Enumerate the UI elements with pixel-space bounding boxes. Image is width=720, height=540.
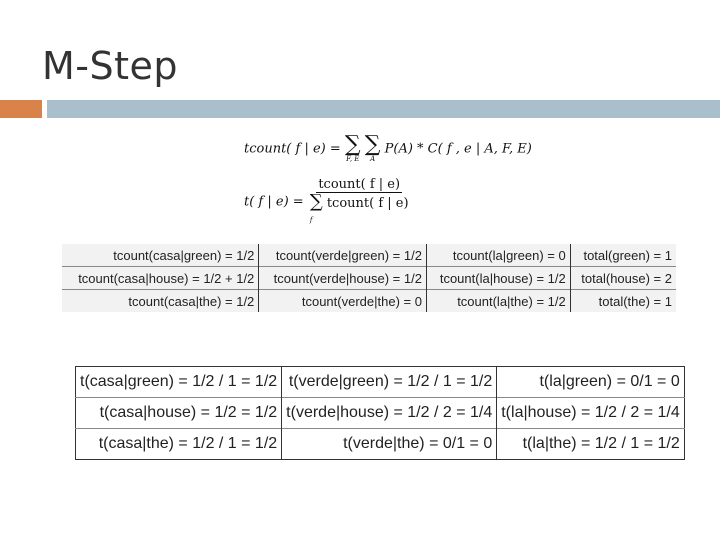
tcount-table-cell: tcount(casa|the) = 1/2: [62, 289, 259, 312]
t-formula-lhs: t( f | e) =: [244, 194, 304, 210]
t-table-cell: t(la|the) = 1/2 / 1 = 1/2: [496, 428, 685, 460]
sum-sign-1: ∑ F, E: [344, 132, 361, 163]
t-formula-denominator-sub: f: [309, 215, 313, 224]
tcount-table-cell: tcount(la|house) = 1/2: [425, 266, 571, 290]
tcount-table-cell: total(house) = 2: [569, 266, 676, 290]
sum-sign-1-sub: F, E: [346, 155, 360, 163]
tcount-table-cell: tcount(verde|the) = 0: [258, 289, 427, 312]
t-formula-numerator: tcount( f | e): [316, 177, 403, 194]
tcount-formula-lhs: tcount( f | e) =: [244, 141, 341, 157]
t-table-cell: t(verde|green) = 1/2 / 1 = 1/2: [281, 366, 497, 398]
t-formula-denominator-text: tcount( f | e): [326, 196, 409, 212]
tcount-table-cell: tcount(casa|green) = 1/2: [113, 247, 255, 263]
tcount-table-cell: tcount(la|green) = 0: [425, 244, 571, 267]
title-accent-bar: [0, 100, 42, 118]
tcount-table-cell: tcount(la|the) = 1/2: [425, 289, 571, 312]
t-table-cell: t(casa|green) = 1/2 / 1 = 1/2: [80, 373, 278, 390]
tcount-table-cell: tcount(verde|house) = 1/2: [258, 266, 427, 290]
tcount-table-cell: tcount(casa|house) = 1/2 + 1/2: [62, 266, 259, 290]
t-table-cell: t(la|house) = 1/2 / 2 = 1/4: [496, 397, 685, 429]
t-table-cell: t(casa|house) = 1/2 = 1/2: [75, 397, 282, 429]
tcount-formula: tcount( f | e) = ∑ F, E ∑ A P(A) * C( f …: [244, 134, 532, 164]
sum-sign-2-sub: A: [370, 155, 376, 163]
t-formula: t( f | e) = tcount( f | e) ∑ tcount( f |…: [244, 177, 411, 226]
title-underline-bar: [47, 100, 720, 118]
tcount-table-cell: total(green) = 1: [569, 244, 676, 267]
sum-sign-2: ∑ A: [364, 132, 381, 163]
tcount-formula-rhs: P(A) * C( f , e | A, F, E): [384, 141, 532, 157]
t-formula-fraction: tcount( f | e) ∑ tcount( f | e) f: [308, 177, 411, 226]
t-table-cell: t(la|green) = 0/1 = 0: [496, 366, 685, 398]
tcount-table-cell: total(the) = 1: [569, 289, 676, 312]
tcount-table-cell: tcount(verde|green) = 1/2: [258, 244, 427, 267]
slide-title: M-Step: [42, 44, 179, 88]
t-formula-denominator: ∑ tcount( f | e) f: [309, 191, 409, 224]
t-table-cell: t(casa|the) = 1/2 / 1 = 1/2: [75, 428, 282, 460]
t-table-cell: t(verde|house) = 1/2 / 2 = 1/4: [281, 397, 497, 429]
t-table-cell: t(verde|the) = 0/1 = 0: [281, 428, 497, 460]
